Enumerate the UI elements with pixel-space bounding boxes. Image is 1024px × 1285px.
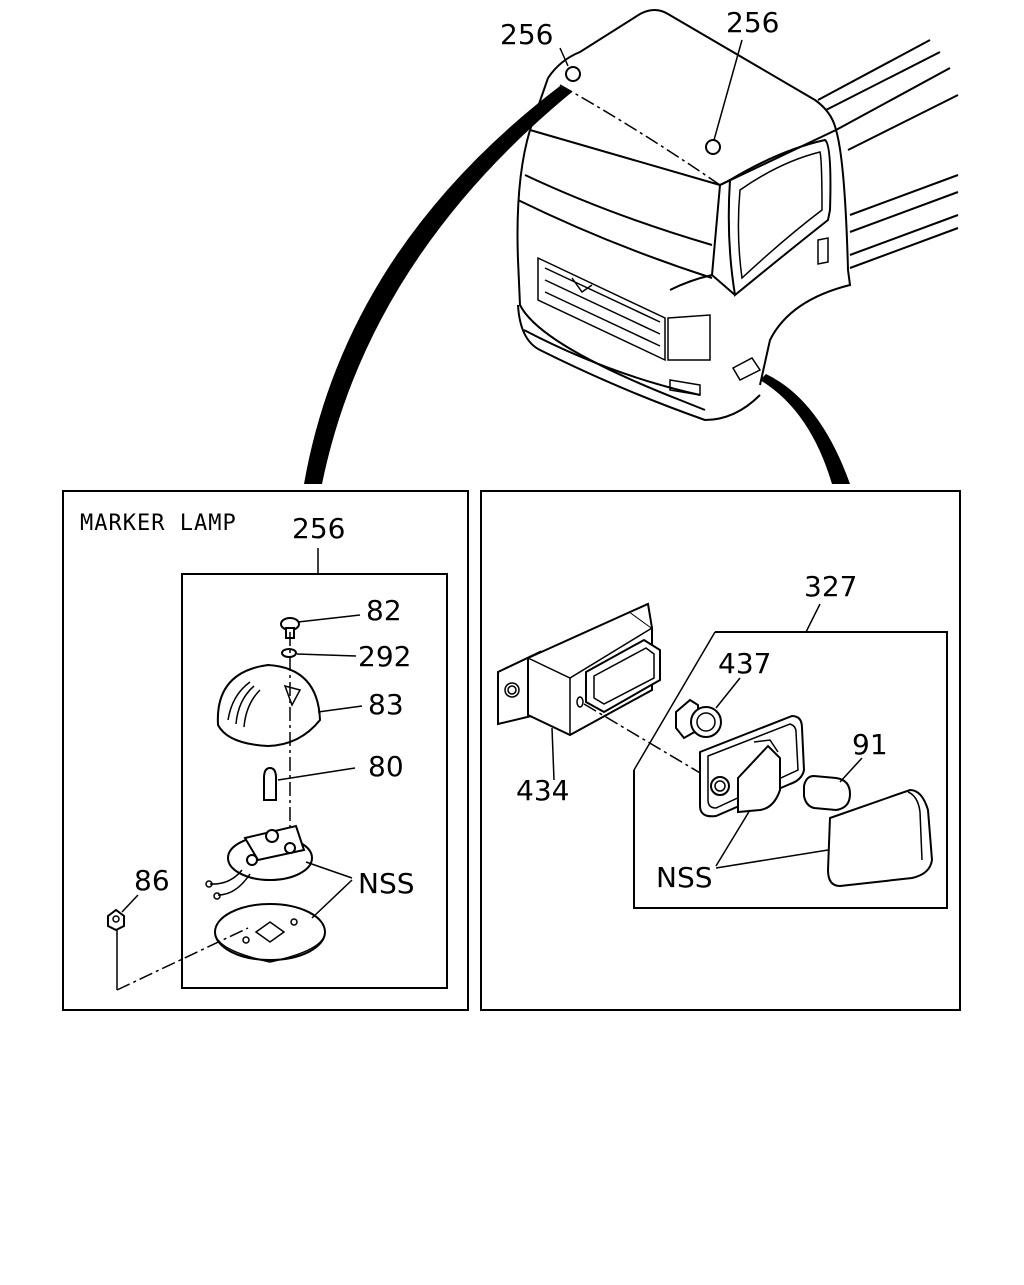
truck-callout-right: 256 — [726, 6, 779, 39]
socket-label: 437 — [718, 647, 771, 680]
marker-lamp-title: MARKER LAMP — [80, 511, 237, 536]
nut-label: 86 — [134, 864, 170, 897]
side-lamp-assembly-box — [633, 631, 948, 909]
side-lamp-assembly-callout: 327 — [804, 570, 857, 603]
washer-label: 292 — [358, 640, 411, 673]
washer-part — [281, 648, 297, 658]
bracket-part — [497, 602, 661, 737]
side-bulb-label: 91 — [852, 728, 888, 761]
marker-lamp-assembly-callout: 256 — [292, 512, 345, 545]
truck-callout-left: 256 — [500, 18, 553, 51]
bulb-part — [263, 766, 277, 801]
side-lamp-panel — [480, 490, 961, 1011]
nut-part — [107, 908, 125, 932]
socket-base-part — [205, 824, 313, 900]
marker-lamp-panel — [62, 490, 469, 1011]
truck-cab-illustration — [516, 9, 959, 422]
bracket-label: 434 — [516, 774, 569, 807]
detail-arc-right — [760, 374, 850, 484]
bulb-label: 80 — [368, 750, 404, 783]
marker-lamp-assembly-box — [181, 573, 448, 989]
screw-label: 82 — [366, 594, 402, 627]
side-nss-label: NSS — [656, 861, 713, 894]
lens-part — [216, 663, 322, 748]
lamp-housing-part — [699, 714, 806, 818]
marker-nss-label: NSS — [358, 867, 415, 900]
side-lens-part — [826, 788, 934, 888]
socket-part — [675, 698, 722, 740]
lens-label: 83 — [368, 688, 404, 721]
base-plate-part — [214, 903, 326, 963]
detail-arc-left — [304, 86, 572, 484]
side-bulb-part — [803, 774, 852, 812]
